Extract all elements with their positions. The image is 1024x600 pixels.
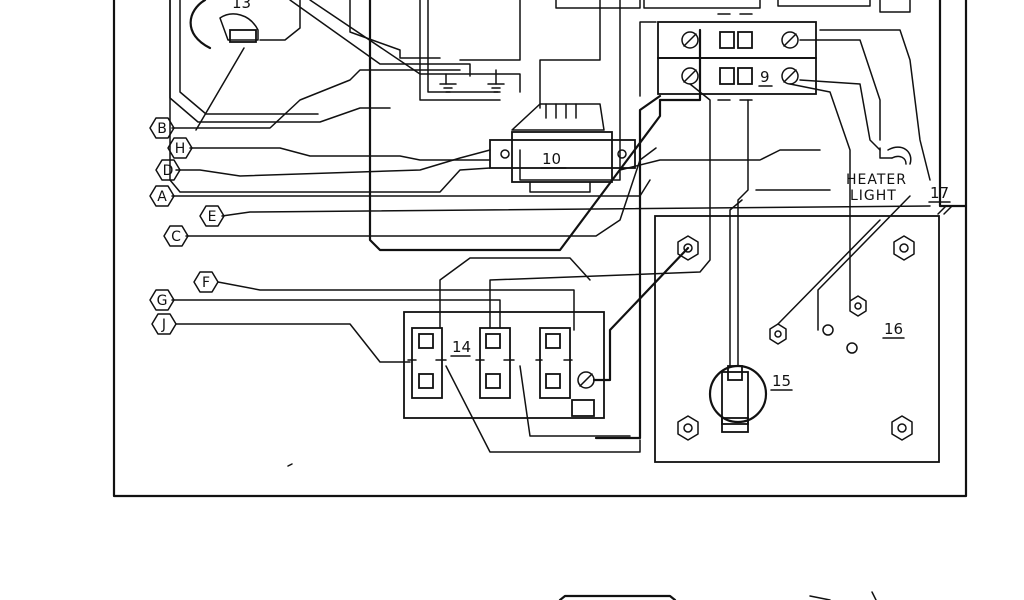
wire-tag-g: G	[149, 289, 175, 311]
component-13-lamp: 13	[189, 0, 259, 131]
component-17-heater-light: HEATER LIGHT 17	[846, 146, 949, 204]
wire-tag-a: A	[149, 185, 175, 207]
svg-text:D: D	[163, 163, 174, 179]
component-14-switch-block: 14	[403, 311, 605, 419]
label-9: 9	[760, 68, 770, 86]
label-16: 16	[884, 320, 903, 338]
heater-light-line1: HEATER	[846, 172, 907, 188]
top-enclosures	[169, 0, 911, 181]
heater-light-line2: LIGHT	[850, 188, 897, 204]
svg-text:A: A	[157, 189, 167, 205]
wire-tag-h: H	[167, 137, 193, 159]
svg-text:G: G	[157, 293, 168, 309]
label-10: 10	[542, 150, 561, 168]
wire-tag-e: E	[199, 205, 225, 227]
wire-tag-j: J	[151, 313, 177, 335]
svg-text:C: C	[171, 229, 181, 245]
label-13: 13	[232, 0, 251, 12]
wire-tag-d: D	[155, 159, 181, 181]
label-14: 14	[452, 338, 471, 356]
svg-text:J: J	[161, 317, 166, 333]
wire-label-tags: B H D A E C F G	[149, 117, 225, 335]
wires	[169, 0, 931, 453]
wire-tag-f: F	[193, 271, 219, 293]
wire-tag-b: B	[149, 117, 175, 139]
svg-text:H: H	[175, 141, 186, 157]
wire-tag-c: C	[163, 225, 189, 247]
svg-text:E: E	[208, 209, 217, 225]
label-17: 17	[930, 184, 949, 202]
outer-panel	[112, 0, 968, 498]
component-10-transformer: 10	[489, 103, 636, 193]
component-15-sensor: 15	[708, 364, 791, 433]
bottom-cutoff-shapes	[558, 591, 877, 600]
component-9-terminal-block: 9	[657, 13, 817, 101]
svg-text:F: F	[202, 275, 210, 291]
label-underlines	[450, 85, 951, 391]
label-15: 15	[772, 372, 791, 390]
svg-text:B: B	[157, 121, 167, 137]
component-16-mount-plate: 16	[654, 215, 940, 463]
